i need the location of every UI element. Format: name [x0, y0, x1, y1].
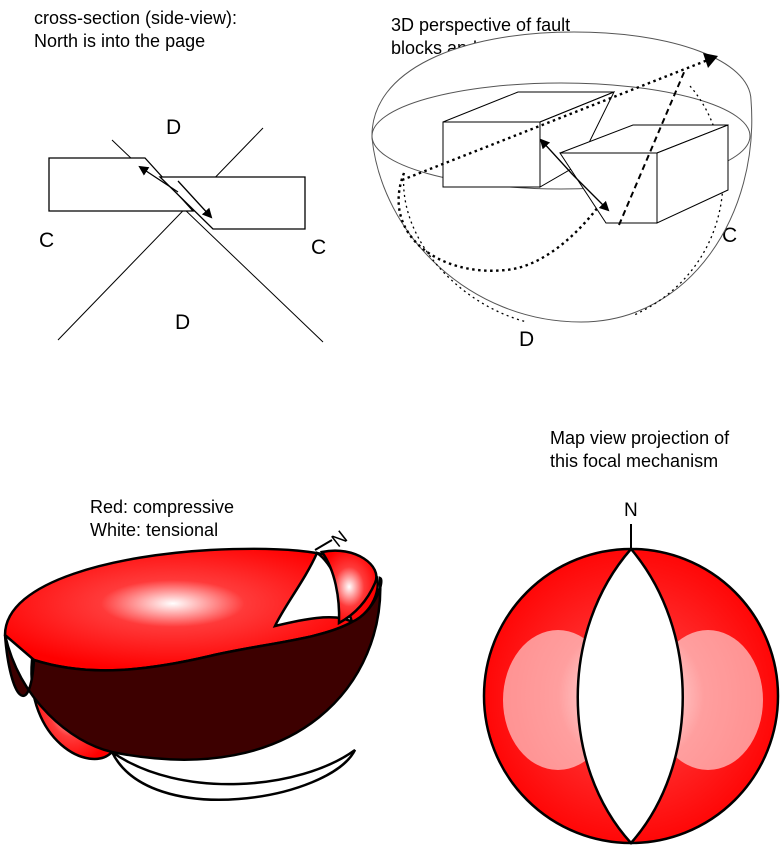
- map-view-caption: Map view projection of this focal mechani…: [550, 427, 729, 473]
- slip-vector-dashed: [618, 69, 686, 226]
- bowl-red-patch-right: [319, 549, 378, 626]
- bowl-dark-inner-face: [3, 576, 383, 761]
- cross-section-label-d-bottom: D: [175, 311, 191, 334]
- cross-section-caption-line2: North is into the page: [34, 31, 206, 51]
- focal-bowl-diagram: [3, 539, 383, 801]
- north-axis-arrowhead: [703, 53, 718, 68]
- legend-white-text: White: tensional: [90, 520, 219, 540]
- perspective-diagram: [371, 31, 753, 323]
- perspective-caption-line1: 3D perspective of fault: [391, 15, 571, 35]
- bowl-white-underside: [110, 748, 357, 801]
- perspective-slip-arrow-up: [539, 138, 574, 176]
- footwall-block: [158, 176, 306, 230]
- hanging-wall-block: [48, 157, 195, 212]
- bowl-north-tick: [314, 539, 333, 551]
- cross-section-label-c-left: C: [39, 229, 55, 252]
- map-view-caption-line2: this focal mechanism: [550, 451, 719, 471]
- cross-section-caption: cross-section (side-view): North is into …: [34, 7, 237, 53]
- sphere-rim-ellipse: [371, 82, 751, 190]
- cross-section-label-c-right: C: [311, 236, 327, 259]
- perspective-label-d-bottom: D: [519, 328, 535, 351]
- slip-arrow-up: [138, 165, 179, 193]
- cross-section-caption-line1: cross-section (side-view):: [34, 8, 238, 28]
- lower-block-side: [656, 124, 729, 224]
- nodal-plane-back: [403, 172, 528, 323]
- nodal-plane-front: [397, 172, 622, 272]
- map-view-caption-line1: Map view projection of: [550, 428, 730, 448]
- beach-ball-map-view: [482, 524, 780, 845]
- cross-section-label-d-top: D: [166, 116, 182, 139]
- map-north-label: N: [624, 500, 638, 521]
- legend-red-text: Red: compressive: [90, 497, 235, 517]
- perspective-label-c-right: C: [722, 224, 738, 247]
- focal-sphere-outline: [371, 31, 753, 323]
- slip-arrow-down: [177, 180, 213, 219]
- perspective-slip-arrow-down: [572, 174, 610, 212]
- auxiliary-plane-line: [57, 127, 264, 341]
- north-axis-dotted: [401, 56, 714, 182]
- cross-section-diagram: [48, 127, 324, 343]
